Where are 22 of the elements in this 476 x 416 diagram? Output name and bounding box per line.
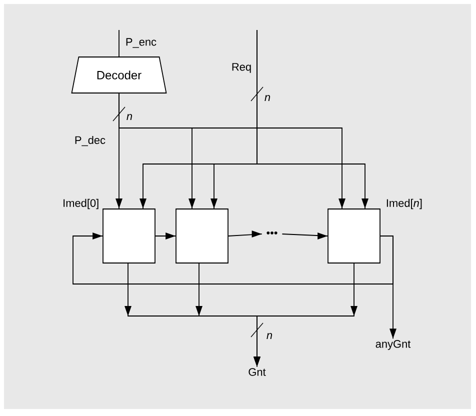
signal-arrow bbox=[256, 30, 368, 209]
logic-block bbox=[328, 208, 380, 264]
signal-arrow bbox=[380, 236, 396, 340]
logic-block bbox=[176, 208, 228, 264]
ellipsis: ••• bbox=[266, 231, 278, 234]
signal-arrow bbox=[254, 263, 358, 368]
signal-arrow bbox=[155, 232, 176, 240]
signal-label: n bbox=[126, 114, 132, 120]
signal-label: n bbox=[264, 95, 270, 101]
signal-label: Imed[n] bbox=[386, 198, 422, 210]
logic-block bbox=[102, 208, 156, 264]
signal-label: Imed[0] bbox=[64, 198, 98, 210]
signal-arrow bbox=[282, 232, 328, 240]
signal-label: anyGnt bbox=[376, 340, 411, 350]
signal-label: P_dec bbox=[75, 136, 106, 146]
signal-label: n bbox=[266, 333, 272, 339]
decoder-block: Decoder bbox=[71, 56, 167, 94]
signal-arrow bbox=[72, 232, 394, 284]
signal-label: Req bbox=[232, 63, 251, 73]
signal-label: Gnt bbox=[248, 368, 266, 376]
signal-arrow bbox=[228, 230, 262, 238]
signal-label: P_enc bbox=[126, 38, 156, 48]
